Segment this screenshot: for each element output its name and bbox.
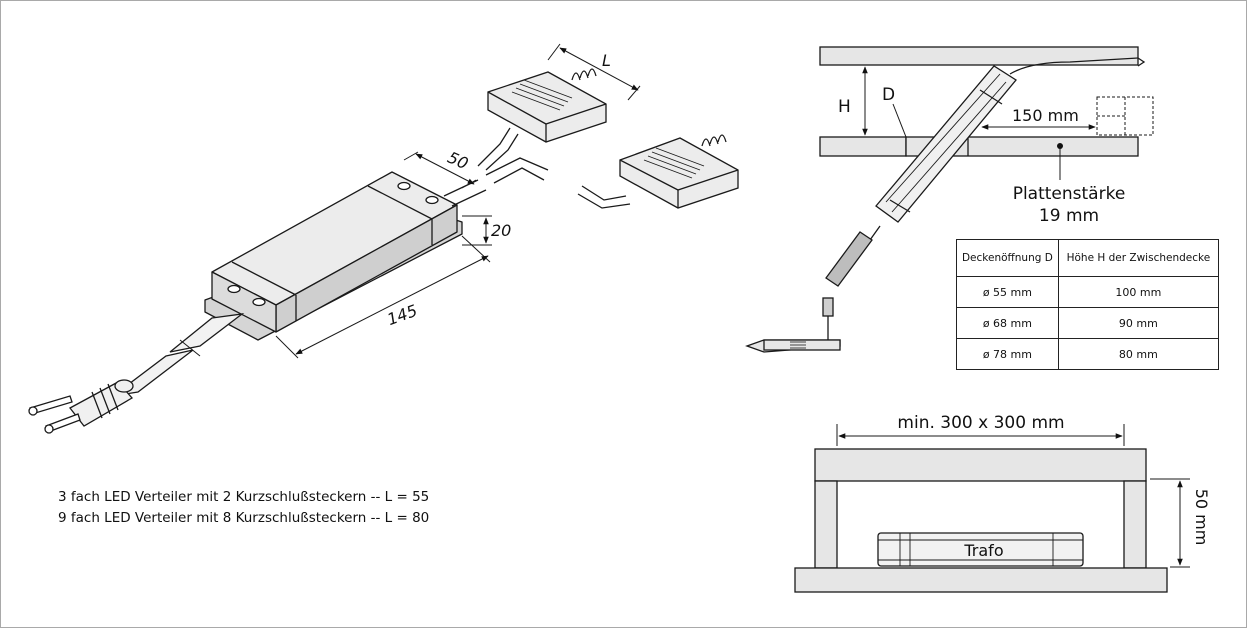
label-d: D [882,85,895,105]
trafo-box [877,532,1084,567]
caption-line-2: 9 fach LED Verteiler mit 8 Kurzschlußste… [58,510,430,526]
plate-thickness-line2: 19 mm [1039,206,1099,226]
table-header-height: Höhe H der Zwischendecke [1057,239,1220,277]
dim-width-label: 50 [445,148,471,174]
table-header-opening: Deckenöffnung D [956,239,1059,277]
table-cell: ø 78 mm [956,338,1059,370]
table-cell: ø 68 mm [956,307,1059,339]
table-cell: 90 mm [1057,307,1220,339]
label-h: H [838,97,851,117]
trafo-label: Trafo [963,541,1003,560]
table-row: ø 78 mm 80 mm [956,338,1220,370]
euro-plug-icon [28,379,134,434]
transformer-drawing [204,171,463,341]
ceiling-installation-drawing [745,46,1154,353]
table-row: ø 68 mm 90 mm [956,307,1220,339]
distance-label: 150 mm [1012,106,1079,125]
dim-length-label: 145 [385,301,420,329]
table-header-row: Deckenöffnung D Höhe H der Zwischendecke [956,239,1220,277]
caption-line-1: 3 fach LED Verteiler mit 2 Kurzschlußste… [58,489,430,505]
ceiling-dimension-lines [862,66,1096,180]
min-size-label: min. 300 x 300 mm [897,413,1064,433]
led-distributor-1 [487,68,607,143]
plate-marker-dot [1057,143,1063,149]
table-cell: 80 mm [1057,338,1220,370]
output-cables [443,127,631,209]
table-cell: 100 mm [1057,276,1220,308]
box-dimension-lines [836,424,1190,568]
dim-height-label: 20 [491,221,511,240]
table-row: ø 55 mm 100 mm [956,276,1220,308]
box-drawing [794,448,1168,593]
table-cell: ø 55 mm [956,276,1059,308]
plate-thickness-line1: Plattenstärke [1013,184,1126,204]
ceiling-opening-table: Deckenöffnung D Höhe H der Zwischendecke… [956,239,1220,370]
led-distributor-2 [619,134,739,209]
dim-distributor-label: L [602,51,611,70]
dimension-lines-left [275,43,641,359]
box-height-label: 50 mm [1192,489,1211,546]
